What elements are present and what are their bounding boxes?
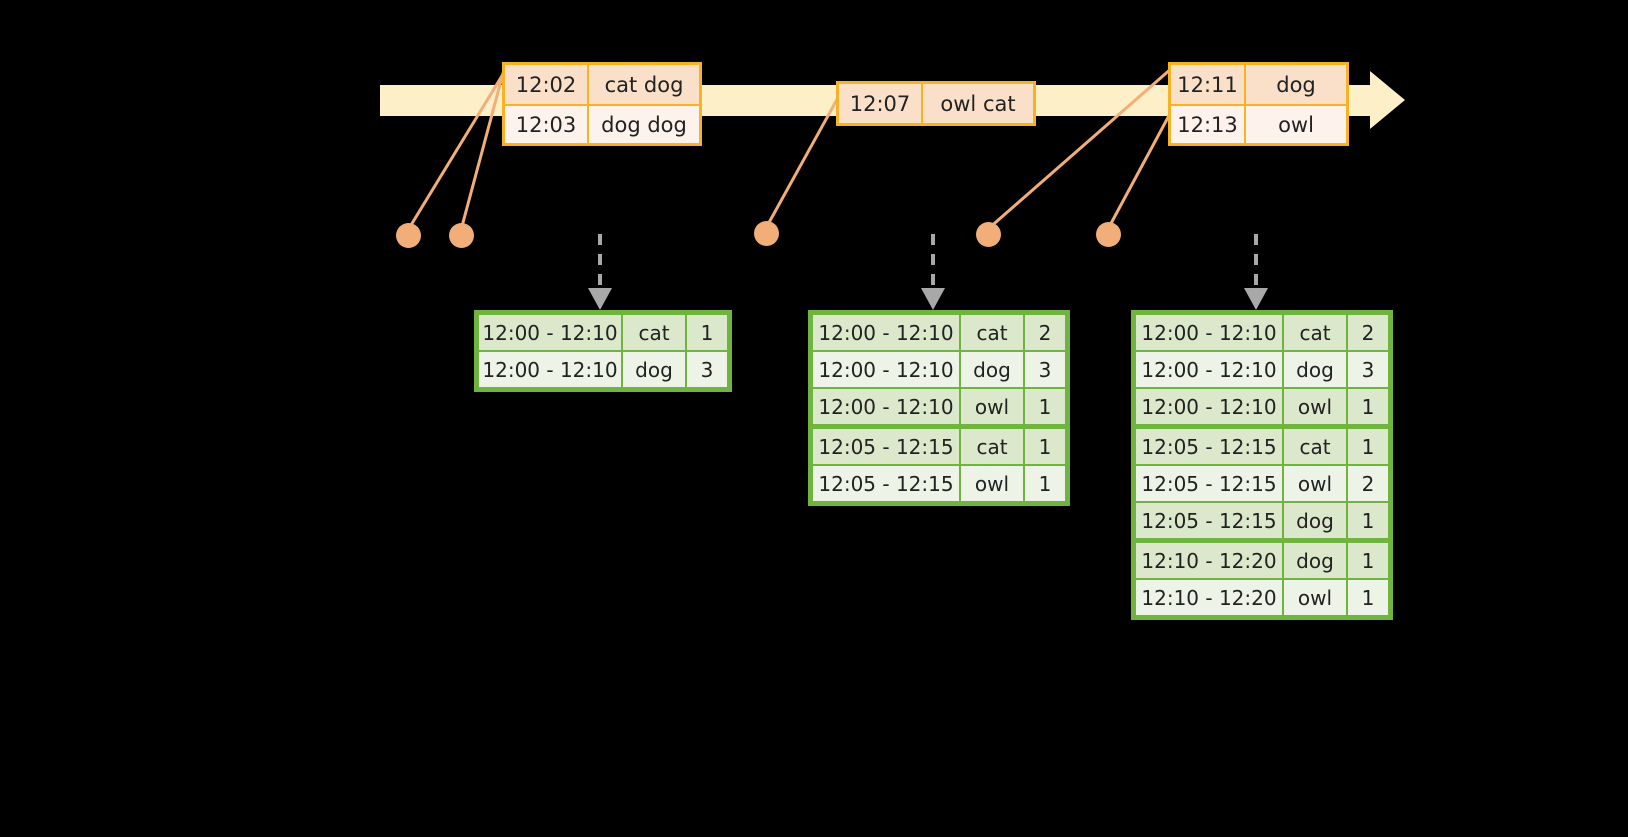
- table-cell-key: cat: [1284, 315, 1346, 350]
- event-time: 12:07: [839, 84, 923, 123]
- table-cell-window: 12:05 - 12:15: [1136, 466, 1282, 501]
- event-row: 12:07 owl cat: [839, 84, 1033, 123]
- event-time: 12:11: [1171, 65, 1246, 104]
- table-cell-key: owl: [1284, 580, 1346, 615]
- event-row: 12:11 dog: [1171, 65, 1346, 104]
- table-cell-window: 12:05 - 12:15: [813, 466, 959, 501]
- event-box-2[interactable]: 12:07 owl cat: [836, 81, 1036, 126]
- table-cell-window: 12:05 - 12:15: [813, 429, 959, 464]
- table-cell-key: owl: [1284, 389, 1346, 424]
- event-text: owl: [1246, 106, 1346, 143]
- table-group-separator: [812, 425, 1066, 428]
- table-cell-window: 12:10 - 12:20: [1136, 543, 1282, 578]
- table-cell-count: 2: [1025, 315, 1065, 350]
- table-cell-key: dog: [1284, 352, 1346, 387]
- table-cell-count: 1: [1348, 389, 1388, 424]
- table-group-separator: [1135, 425, 1389, 428]
- table-cell-count: 1: [1025, 389, 1065, 424]
- table-cell-key: owl: [1284, 466, 1346, 501]
- table-cell-key: dog: [623, 352, 685, 387]
- down-arrow-head-2: [921, 288, 945, 310]
- table-cell-count: 1: [1348, 580, 1388, 615]
- event-time: 12:03: [505, 106, 589, 143]
- table-cell-window: 12:05 - 12:15: [1136, 503, 1282, 538]
- table-cell-key: cat: [961, 429, 1023, 464]
- event-row: 12:02 cat dog: [505, 65, 699, 104]
- event-dot-4[interactable]: [976, 222, 1001, 247]
- table-cell-count: 1: [1348, 503, 1388, 538]
- event-row: 12:13 owl: [1171, 104, 1346, 143]
- table-cell-key: dog: [1284, 503, 1346, 538]
- table-cell-window: 12:00 - 12:10: [813, 389, 959, 424]
- event-time: 12:13: [1171, 106, 1246, 143]
- table-cell-window: 12:00 - 12:10: [1136, 352, 1282, 387]
- event-dot-1[interactable]: [396, 223, 421, 248]
- event-time: 12:02: [505, 65, 589, 104]
- event-text: cat dog: [589, 65, 699, 104]
- table-cell-count: 1: [1025, 466, 1065, 501]
- table-cell-count: 2: [1348, 315, 1388, 350]
- table-cell-key: cat: [1284, 429, 1346, 464]
- table-cell-count: 1: [687, 315, 727, 350]
- event-text: owl cat: [923, 84, 1033, 123]
- table-cell-key: owl: [961, 389, 1023, 424]
- table-cell-key: dog: [961, 352, 1023, 387]
- event-dot-2[interactable]: [449, 223, 474, 248]
- table-cell-count: 1: [1348, 543, 1388, 578]
- event-box-3[interactable]: 12:11 dog 12:13 owl: [1168, 62, 1349, 146]
- table-cell-key: dog: [1284, 543, 1346, 578]
- table-cell-window: 12:00 - 12:10: [1136, 315, 1282, 350]
- table-cell-key: cat: [623, 315, 685, 350]
- table-cell-count: 1: [1025, 429, 1065, 464]
- table-cell-count: 3: [1348, 352, 1388, 387]
- table-cell-window: 12:00 - 12:10: [479, 315, 621, 350]
- event-box-1[interactable]: 12:02 cat dog 12:03 dog dog: [502, 62, 702, 146]
- event-dot-3[interactable]: [754, 221, 779, 246]
- table-cell-count: 1: [1348, 429, 1388, 464]
- table-cell-window: 12:05 - 12:15: [1136, 429, 1282, 464]
- table-cell-window: 12:00 - 12:10: [813, 315, 959, 350]
- table-cell-count: 2: [1348, 466, 1388, 501]
- timeline-arrow-head: [1370, 71, 1405, 129]
- table-cell-window: 12:00 - 12:10: [479, 352, 621, 387]
- table-cell-count: 3: [1025, 352, 1065, 387]
- event-text: dog: [1246, 65, 1346, 104]
- table-cell-key: owl: [961, 466, 1023, 501]
- connector-line-5: [1106, 109, 1174, 230]
- table-group-separator: [1135, 539, 1389, 542]
- table-cell-window: 12:00 - 12:10: [813, 352, 959, 387]
- down-arrow-head-1: [588, 288, 612, 310]
- event-row: 12:03 dog dog: [505, 104, 699, 143]
- event-text: dog dog: [589, 106, 699, 143]
- table-cell-window: 12:10 - 12:20: [1136, 580, 1282, 615]
- table-cell-window: 12:00 - 12:10: [1136, 389, 1282, 424]
- down-arrow-head-3: [1244, 288, 1268, 310]
- event-dot-5[interactable]: [1096, 222, 1121, 247]
- table-cell-count: 3: [687, 352, 727, 387]
- table-cell-key: cat: [961, 315, 1023, 350]
